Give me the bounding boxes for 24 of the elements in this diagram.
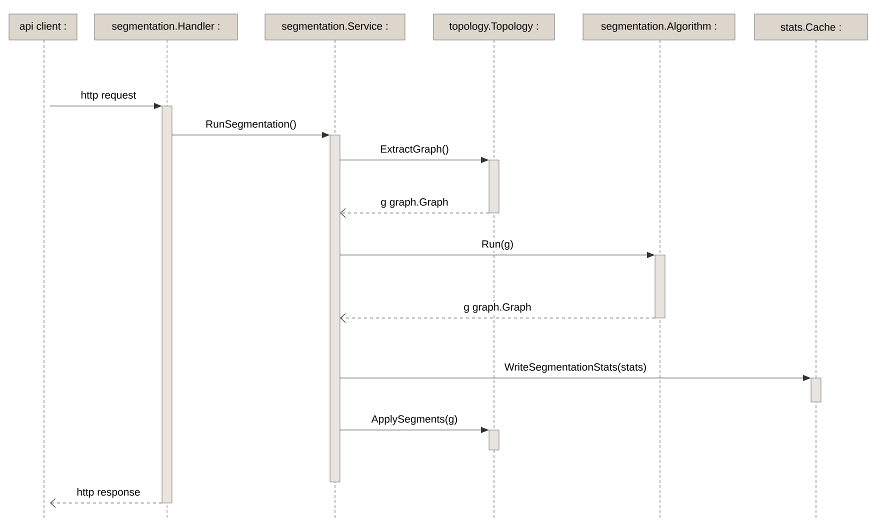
activation-bar (162, 106, 172, 504)
activation-bar (488, 430, 500, 450)
activation-bar (654, 254, 666, 318)
message-label: g graph.Graph (462, 302, 532, 314)
message-label: ExtractGraph() (379, 144, 450, 156)
lifeline-head: segmentation.Algorithm : (582, 14, 736, 40)
activation-bar (810, 378, 822, 402)
lifeline-head: segmentation.Handler : (94, 14, 238, 40)
lifeline-head: segmentation.Service : (264, 14, 406, 40)
message-label: g graph.Graph (380, 197, 450, 209)
message-label: WriteSegmentationStats(stats) (503, 362, 648, 374)
message-arrow (340, 313, 656, 323)
lifeline-head: stats.Cache : (754, 14, 868, 40)
message-label: ApplySegments(g) (370, 414, 459, 426)
lifeline-head: topology.Topology : (433, 14, 555, 40)
message-label: RunSegmentation() (204, 119, 298, 131)
lifeline-head: api client : (8, 14, 78, 40)
activation-bar (330, 134, 340, 482)
message-label: http response (76, 487, 142, 499)
message-label: http request (80, 90, 138, 102)
message-arrow (50, 498, 162, 508)
message-arrow (340, 208, 490, 218)
message-label: Run(g) (480, 239, 515, 251)
activation-bar (488, 160, 500, 214)
